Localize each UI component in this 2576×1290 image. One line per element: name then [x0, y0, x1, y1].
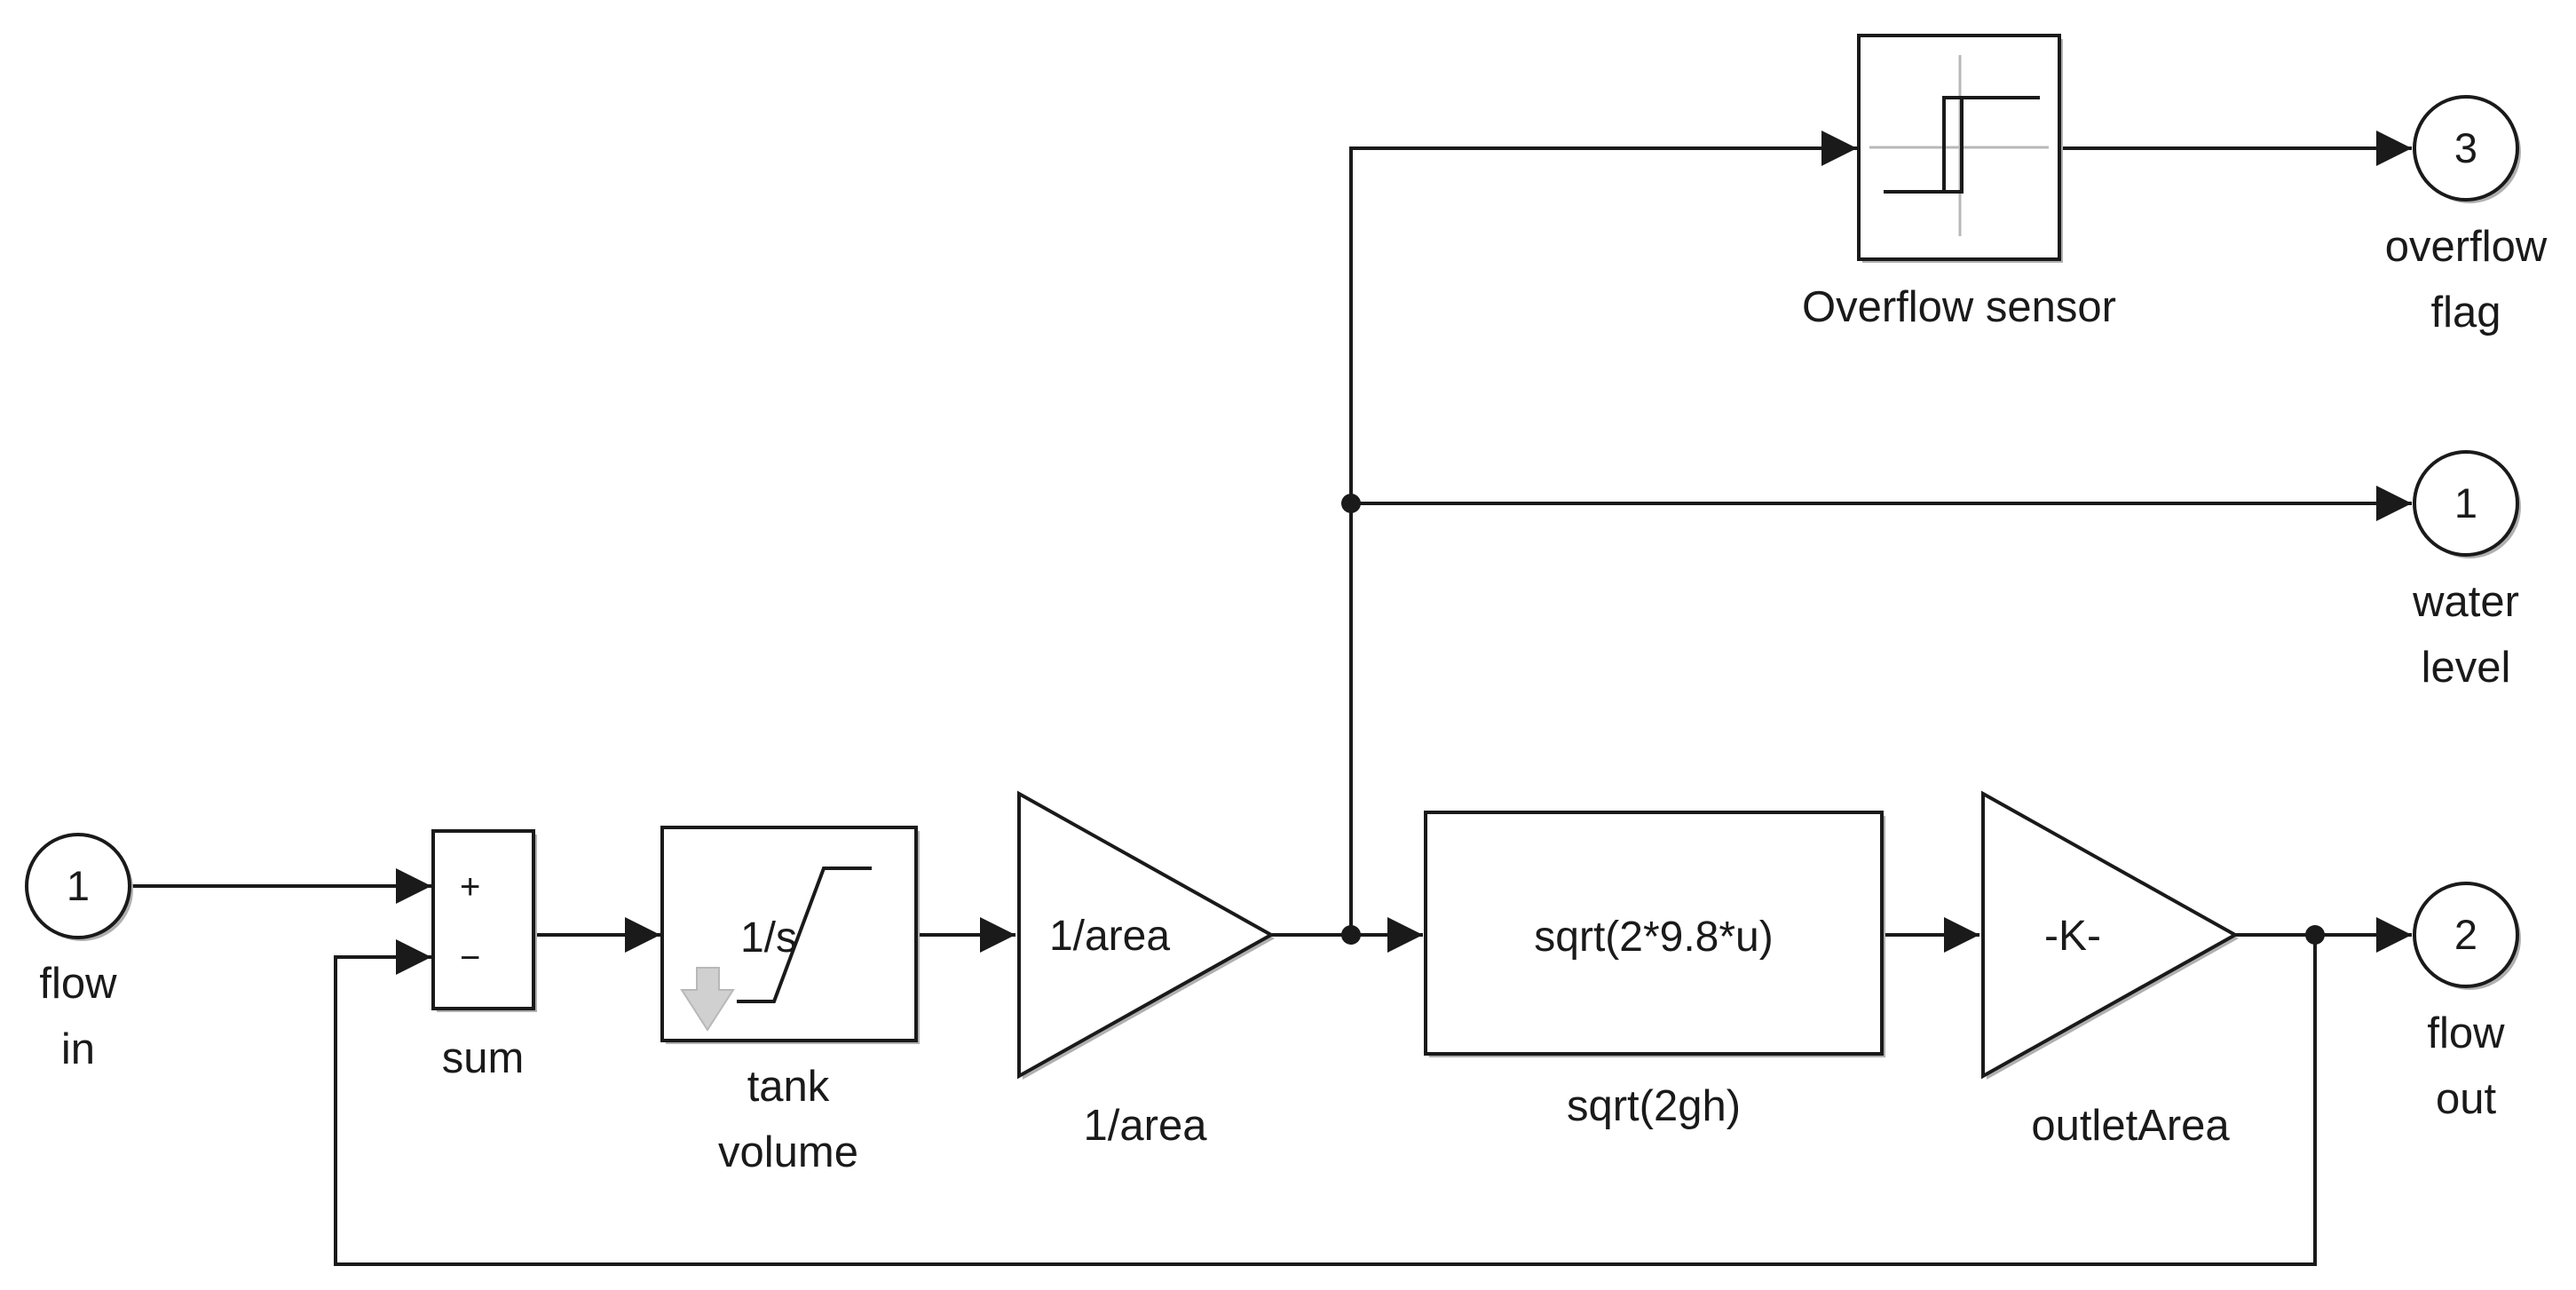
- arrow-down-icon: [680, 967, 735, 1032]
- line-feedback-to-sum[interactable]: [334, 938, 2317, 1266]
- sum-label: sum: [442, 1034, 525, 1082]
- gain-outlet-block[interactable]: -K- outletArea: [1981, 790, 2240, 1150]
- sum-block[interactable]: + − sum: [431, 829, 537, 1082]
- branch-dot-feedback: [2305, 925, 2325, 945]
- gain-area-text: 1/area: [1049, 913, 1170, 960]
- fcn-label: sqrt(2gh): [1567, 1082, 1741, 1130]
- gain-area-label: 1/area: [1084, 1102, 1208, 1150]
- inport-label-line1: flow: [39, 960, 117, 1008]
- integrator-text: 1/s: [740, 914, 797, 962]
- outport1-label-line1: water: [2412, 578, 2519, 626]
- sum-plus-sign: +: [460, 867, 480, 906]
- saturation-curve-icon: [737, 867, 872, 1003]
- outport2-label-line1: flow: [2427, 1009, 2505, 1057]
- inport-label-line2: in: [61, 1025, 95, 1073]
- integrator-label-line1: tank: [747, 1063, 830, 1111]
- outport3-label-line1: overflow: [2385, 223, 2548, 271]
- gain-area-block[interactable]: 1/area 1/area: [1017, 790, 1276, 1150]
- outport2-circle[interactable]: [2413, 882, 2519, 988]
- outport-water-level[interactable]: 1 water level: [2412, 450, 2521, 692]
- integrator-block[interactable]: 1/s tank volume: [660, 826, 920, 1176]
- outport3-circle[interactable]: [2413, 95, 2519, 202]
- branch-dot-water-level: [1341, 494, 1361, 513]
- outport1-circle[interactable]: [2413, 450, 2519, 557]
- integrator-label-line2: volume: [718, 1128, 858, 1176]
- outport3-number: 3: [2454, 124, 2477, 171]
- sum-block-body[interactable]: [431, 829, 535, 1010]
- inport-flow-in[interactable]: 1 flow in: [25, 833, 133, 1073]
- inport-number: 1: [67, 862, 90, 909]
- outport1-label-line2: level: [2422, 644, 2511, 692]
- gain-outlet-text: -K-: [2044, 913, 2101, 960]
- fcn-block-body[interactable]: [1424, 811, 1884, 1056]
- fcn-block[interactable]: sqrt(2*9.8*u) sqrt(2gh): [1424, 811, 1885, 1130]
- sum-minus-sign: −: [460, 938, 480, 977]
- fcn-text: sqrt(2*9.8*u): [1534, 914, 1773, 961]
- branch-points: [1341, 494, 2325, 945]
- outport3-label-line2: flag: [2430, 289, 2501, 336]
- inport-circle[interactable]: [25, 833, 131, 939]
- outport-flow-out[interactable]: 2 flow out: [2413, 882, 2521, 1123]
- relay-hysteresis-icon: [1884, 96, 2040, 194]
- gain-outlet-label: outletArea: [2031, 1102, 2230, 1150]
- gain-outlet-triangle[interactable]: [1981, 790, 2240, 1080]
- gain-area-triangle[interactable]: [1017, 790, 1276, 1080]
- relay-block[interactable]: Overflow sensor: [1802, 34, 2116, 331]
- branch-dot-main: [1341, 925, 1361, 945]
- outport2-number: 2: [2454, 911, 2477, 958]
- outport-overflow-flag[interactable]: 3 overflow flag: [2385, 95, 2548, 336]
- line-branch-to-relay[interactable]: [1349, 131, 1857, 935]
- outport1-number: 1: [2454, 479, 2477, 526]
- outport2-label-line2: out: [2436, 1075, 2497, 1123]
- relay-label: Overflow sensor: [1802, 283, 2116, 331]
